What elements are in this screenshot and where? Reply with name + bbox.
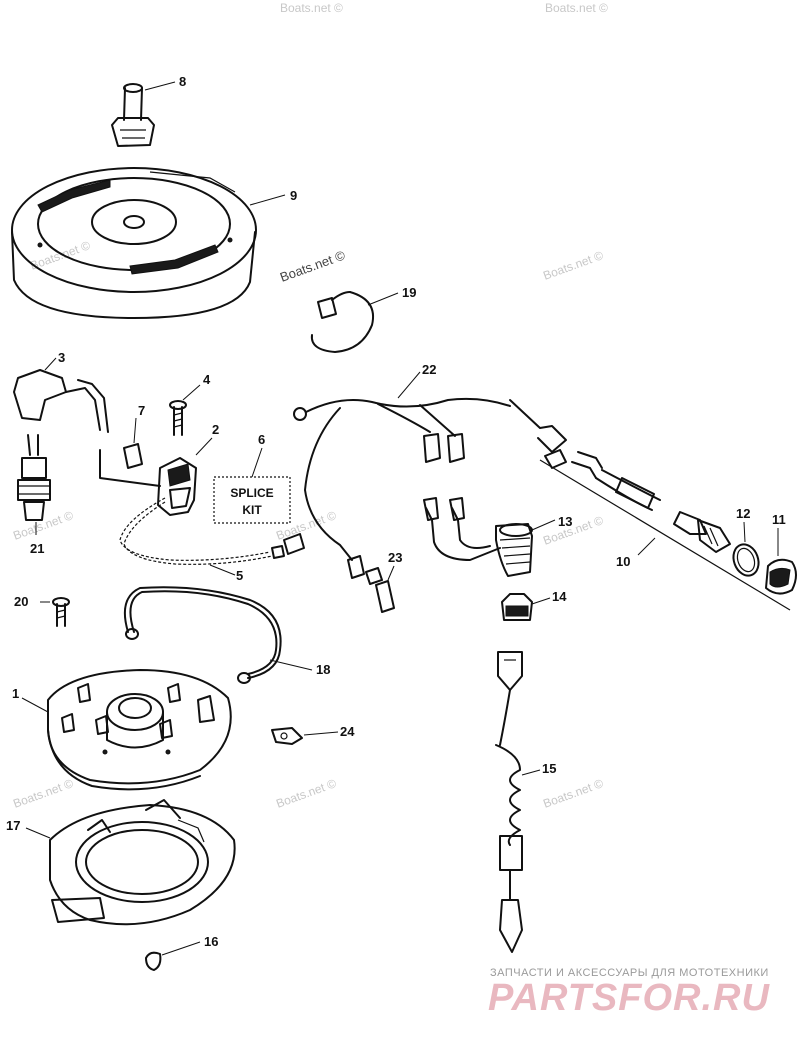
callout-24: 24 (340, 724, 355, 739)
callout-20: 20 (14, 594, 28, 609)
callout-13: 13 (558, 514, 572, 529)
callout-16: 16 (204, 934, 218, 949)
footer-brand[interactable]: PARTSFOR.RU (488, 977, 770, 1019)
part-1-stator-plate[interactable] (47, 669, 232, 791)
callout-15: 15 (542, 761, 556, 776)
part-6-splice-kit[interactable]: SPLICE KIT (213, 476, 291, 524)
callout-22: 22 (422, 362, 436, 377)
callout-12: 12 (736, 506, 750, 521)
part-16-key[interactable] (145, 951, 162, 971)
part-10-stop-switch[interactable] (539, 451, 791, 611)
callout-10: 10 (616, 554, 630, 569)
callout-7: 7 (138, 403, 145, 418)
callout-21: 21 (30, 541, 44, 556)
callout-3: 3 (58, 350, 65, 365)
watermark: Boats.net © (274, 776, 338, 811)
watermark: Boats.net © (541, 513, 605, 548)
watermark: Boats.net © (274, 508, 338, 543)
splice-kit-line1: SPLICE (230, 486, 273, 500)
callout-14: 14 (552, 589, 567, 604)
part-11-cap[interactable] (765, 558, 797, 595)
part-21-spark-plug[interactable] (17, 434, 51, 521)
watermark: Boats.net © (545, 1, 608, 15)
part-5-lead-wire[interactable] (119, 497, 285, 565)
part-7-spacer[interactable] (123, 443, 143, 469)
callout-1: 1 (12, 686, 19, 701)
part-24-clip[interactable] (271, 727, 303, 745)
callout-23: 23 (388, 550, 402, 565)
watermark: Boats.net © (541, 248, 605, 283)
part-22-wire-harness[interactable] (283, 397, 567, 579)
part-8-flywheel-nut[interactable] (111, 83, 155, 147)
callout-2: 2 (212, 422, 219, 437)
splice-kit-line2: KIT (242, 503, 262, 517)
callout-4: 4 (203, 372, 211, 387)
callout-11: 11 (772, 512, 786, 527)
part-2-ignition-coil[interactable] (99, 449, 197, 516)
part-3-spark-plug-boot[interactable] (13, 369, 109, 433)
watermark: Boats.net © (280, 1, 343, 15)
part-4-screw[interactable] (169, 400, 187, 436)
part-18-ground-wire[interactable] (124, 586, 282, 684)
part-15-lanyard[interactable] (495, 651, 523, 953)
callout-6: 6 (258, 432, 265, 447)
watermark: Boats.net © (11, 776, 75, 811)
part-19-clamp[interactable] (310, 291, 374, 353)
part-23-terminal[interactable] (365, 567, 395, 613)
callout-5: 5 (236, 568, 243, 583)
watermarks: Boats.net © Boats.net © Boats.net © Boat… (11, 1, 608, 811)
part-12-ring[interactable] (729, 541, 762, 579)
part-17-timer-base[interactable] (49, 799, 236, 926)
part-13-switch[interactable] (423, 497, 533, 577)
callout-19: 19 (402, 285, 416, 300)
footer-tagline: ЗАПЧАСТИ И АКСЕССУАРЫ ДЛЯ МОТОТЕХНИКИ (490, 967, 769, 979)
callout-17: 17 (6, 818, 20, 833)
part-20-screw[interactable] (52, 597, 70, 627)
callout-9: 9 (290, 188, 297, 203)
callout-18: 18 (316, 662, 330, 677)
part-9-flywheel[interactable] (11, 167, 257, 319)
watermark: Boats.net © (278, 247, 348, 285)
part-14-nut[interactable] (501, 593, 533, 621)
callout-8: 8 (179, 74, 186, 89)
watermark: Boats.net © (541, 776, 605, 811)
